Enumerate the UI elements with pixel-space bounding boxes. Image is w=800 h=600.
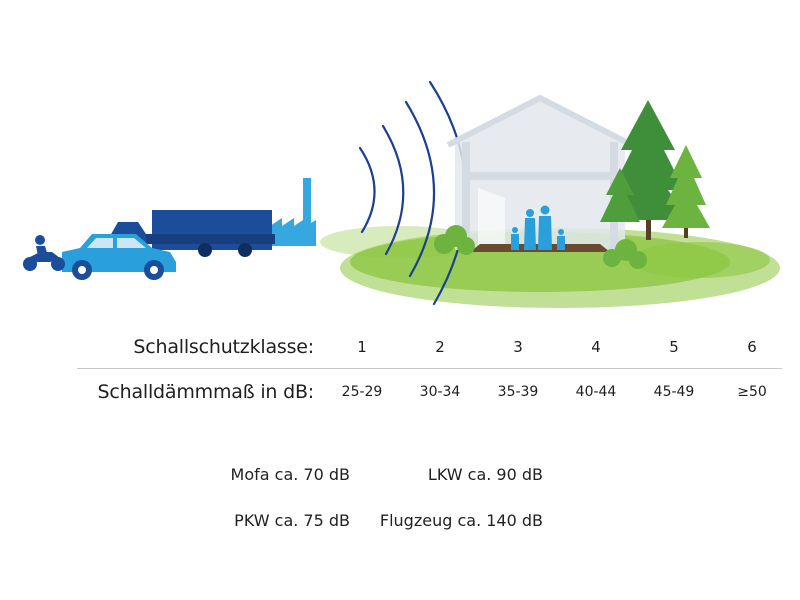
- db-range-cell: 40-44: [575, 384, 617, 400]
- class-cell: 4: [591, 338, 601, 356]
- motorcycle-icon: [23, 235, 65, 271]
- db-row-label: Schalldämmmaß in dB:: [97, 381, 315, 403]
- family-icon: [511, 205, 565, 250]
- class-row-label: Schallschutzklasse:: [133, 336, 314, 358]
- noise-example-airplane: Flugzeug ca. 140 dB: [379, 511, 543, 530]
- noise-example-moped: Mofa ca. 70 dB: [230, 465, 350, 484]
- sound-protection-class-row: Schallschutzklasse: 1 2 3 4 5 6: [0, 335, 800, 359]
- car-icon: [62, 234, 176, 280]
- sound-insulation-db-row: Schalldämmmaß in dB: 25-29 30-34 35-39 4…: [0, 380, 800, 404]
- table-divider: [77, 368, 782, 369]
- tree-icon: [600, 100, 710, 240]
- class-cell: 6: [747, 338, 757, 356]
- bush-icon: [434, 225, 647, 269]
- class-cell: 2: [435, 338, 445, 356]
- db-range-cell: 30-34: [419, 384, 461, 400]
- class-cell: 5: [669, 338, 679, 356]
- db-range-cell: 45-49: [653, 384, 695, 400]
- class-cell: 1: [357, 338, 367, 356]
- factory-icon: [270, 178, 316, 246]
- noise-example-truck: LKW ca. 90 dB: [427, 465, 543, 484]
- class-cell: 3: [513, 338, 523, 356]
- db-range-cell: ≥50: [737, 384, 767, 400]
- noise-protection-illustration: [23, 80, 780, 308]
- noise-example-car: PKW ca. 75 dB: [234, 511, 350, 530]
- db-range-cell: 35-39: [497, 384, 539, 400]
- db-range-cell: 25-29: [341, 384, 383, 400]
